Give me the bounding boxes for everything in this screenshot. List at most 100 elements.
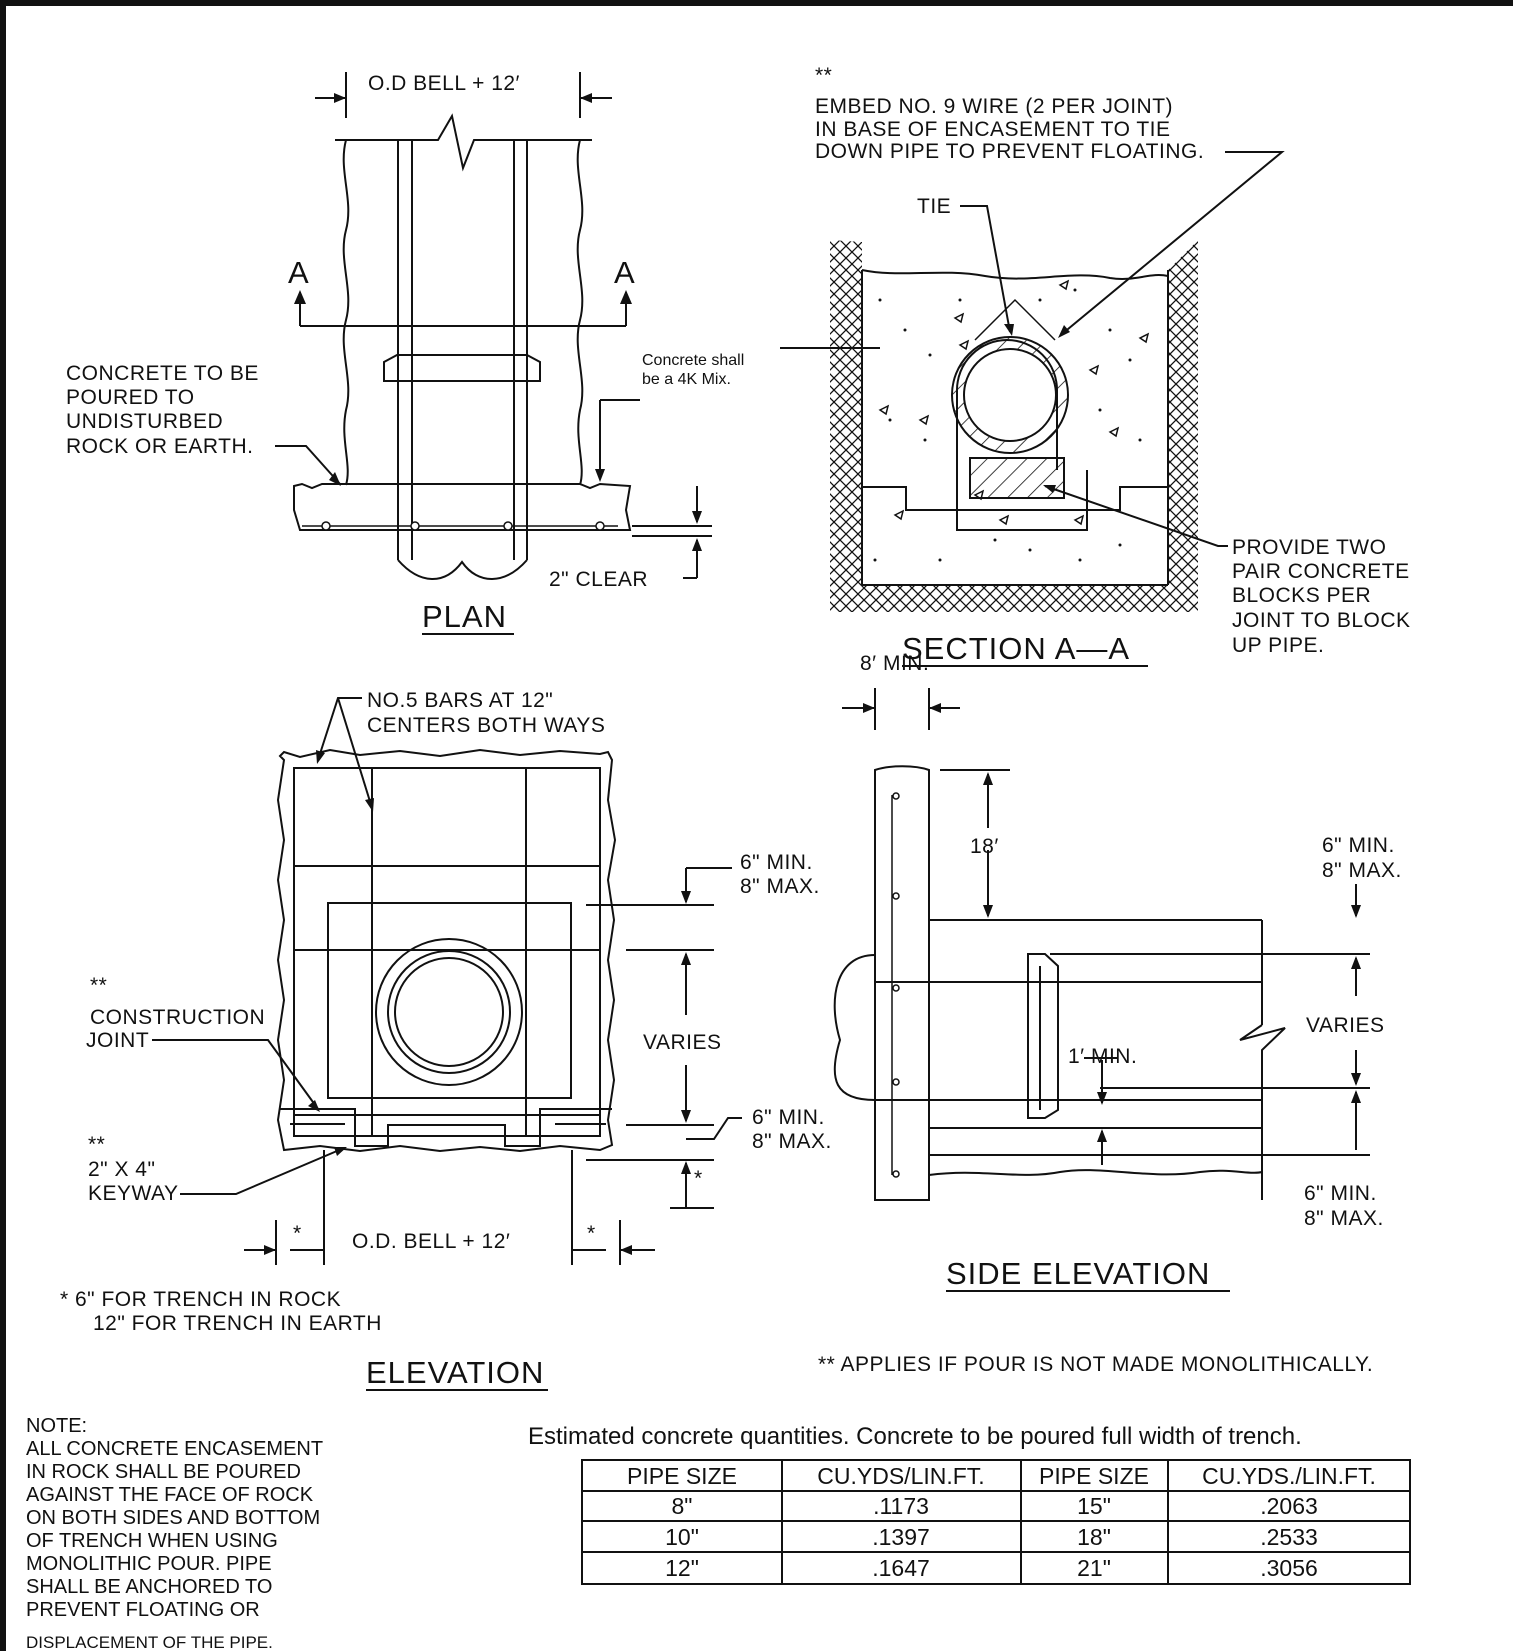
elevation-varies: VARIES (643, 1031, 721, 1054)
svg-text:Concrete shall: Concrete shall (642, 352, 744, 369)
general-note-last-line: DISPLACEMENT OF THE PIPE. (26, 1633, 273, 1652)
svg-text:CONSTRUCTION: CONSTRUCTION (90, 1006, 265, 1029)
pipe-bell (383, 354, 541, 382)
elevation-right-dims: 6" MIN. 8" MAX. VARIES 6" MIN. 8" MAX. * (586, 851, 831, 1209)
svg-text:8" MAX.: 8" MAX. (1322, 859, 1402, 882)
side-varies: VARIES (1306, 1014, 1384, 1037)
concrete-top (861, 269, 1169, 280)
plan-top-dimension: O.D BELL + 12′ (315, 72, 612, 118)
svg-text:UNDISTURBED: UNDISTURBED (66, 410, 223, 433)
svg-text:PAIR CONCRETE: PAIR CONCRETE (1232, 560, 1410, 583)
table-cell: .1647 (872, 1555, 930, 1581)
svg-text:CENTERS BOTH WAYS: CENTERS BOTH WAYS (367, 714, 605, 737)
break-line (335, 113, 592, 172)
svg-text:6" MIN.: 6" MIN. (740, 851, 813, 874)
trench-wall-right (576, 139, 584, 486)
section-title: SECTION A—A (902, 631, 1130, 666)
plan-view: O.D BELL + 12′ A A (66, 72, 880, 635)
clear-label: 2" CLEAR (549, 568, 648, 591)
side-bell (1027, 953, 1059, 1119)
bars-note: NO.5 BARS AT 12" CENTERS BOTH WAYS (316, 689, 605, 812)
svg-text:*: * (587, 1222, 596, 1245)
side-wall (874, 765, 930, 1201)
concrete-triangles (878, 279, 1150, 526)
table-header: PIPE SIZE (627, 1463, 737, 1489)
rebar-cage (293, 767, 601, 1137)
svg-text:2" X 4": 2" X 4" (88, 1158, 155, 1181)
table-cell: .2533 (1260, 1524, 1318, 1550)
elevation-outline (276, 748, 617, 1153)
svg-text:ALL CONCRETE ENCASEMENT: ALL CONCRETE ENCASEMENT (26, 1438, 323, 1460)
elevation-pipe-bell (375, 938, 523, 1086)
tie-label: TIE (917, 195, 951, 218)
table-cell: 21" (1077, 1555, 1111, 1581)
concrete-aggregate (873, 288, 1142, 562)
table-cell: .2063 (1260, 1493, 1318, 1519)
svg-text:6" MIN.: 6" MIN. (1304, 1182, 1377, 1205)
svg-text:be a 4K Mix.: be a 4K Mix. (642, 371, 731, 388)
elevation-view: NO.5 BARS AT 12" CENTERS BOTH WAYS 6" MI… (60, 689, 831, 1391)
svg-text:PREVENT FLOATING OR: PREVENT FLOATING OR (26, 1599, 260, 1621)
trench-note: * 6" FOR TRENCH IN ROCK 12" FOR TRENCH I… (60, 1288, 382, 1335)
svg-text:DOWN PIPE TO PREVENT FLOATING.: DOWN PIPE TO PREVENT FLOATING. (815, 140, 1204, 163)
embed-note: ** EMBED NO. 9 WIRE (2 PER JOINT) IN BAS… (815, 64, 1285, 338)
general-note: NOTE: ALL CONCRETE ENCASEMENT IN ROCK SH… (26, 1415, 323, 1621)
side-elevation-title: SIDE ELEVATION (946, 1256, 1210, 1291)
svg-text:PROVIDE TWO: PROVIDE TWO (1232, 536, 1386, 559)
blocks-note: PROVIDE TWO PAIR CONCRETE BLOCKS PER JOI… (1043, 485, 1411, 657)
svg-text:MONOLITHIC POUR. PIPE: MONOLITHIC POUR. PIPE (26, 1553, 272, 1575)
svg-text:6" MIN.: 6" MIN. (1322, 834, 1395, 857)
table-header: PIPE SIZE (1039, 1463, 1149, 1489)
table-cell: 8" (672, 1493, 693, 1519)
construction-joint-note: ** CONSTRUCTION JOINT (86, 974, 320, 1112)
section-marker-left: A (288, 255, 310, 290)
pipe-end-break (397, 559, 528, 580)
svg-text:**: ** (815, 64, 832, 87)
svg-text:JOINT: JOINT (86, 1029, 149, 1052)
table-cell: 12" (665, 1555, 699, 1581)
svg-text:JOINT TO BLOCK: JOINT TO BLOCK (1232, 609, 1411, 632)
svg-text:BLOCKS PER: BLOCKS PER (1232, 584, 1371, 607)
elevation-width-label: O.D. BELL + 12′ (352, 1230, 510, 1253)
svg-text:IN ROCK SHALL BE POURED: IN ROCK SHALL BE POURED (26, 1461, 301, 1483)
table-header: CU.YDS./LIN.FT. (1202, 1463, 1376, 1489)
table-cell: 18" (1077, 1524, 1111, 1550)
svg-text:12" FOR TRENCH IN EARTH: 12" FOR TRENCH IN EARTH (93, 1312, 382, 1335)
svg-text:EMBED NO. 9 WIRE (2 PER JOINT): EMBED NO. 9 WIRE (2 PER JOINT) (815, 95, 1173, 118)
svg-text:* 6" FOR TRENCH IN ROCK: * 6" FOR TRENCH IN ROCK (60, 1288, 341, 1311)
svg-text:8′ MIN.: 8′ MIN. (860, 652, 929, 675)
svg-text:NO.5 BARS AT 12": NO.5 BARS AT 12" (367, 689, 553, 712)
applies-note: ** APPLIES IF POUR IS NOT MADE MONOLITHI… (818, 1353, 1373, 1376)
table-cell: 15" (1077, 1493, 1111, 1519)
section-a-a-view: ** EMBED NO. 9 WIRE (2 PER JOINT) IN BAS… (815, 64, 1411, 667)
svg-text:NOTE:: NOTE: (26, 1415, 87, 1437)
pipe-end (833, 954, 876, 1101)
svg-text:AGAINST THE FACE OF ROCK: AGAINST THE FACE OF ROCK (26, 1484, 314, 1506)
svg-text:OF TRENCH WHEN USING: OF TRENCH WHEN USING (26, 1530, 278, 1552)
svg-text:**: ** (88, 1133, 105, 1156)
pour-note: CONCRETE TO BE POURED TO UNDISTURBED ROC… (66, 362, 341, 486)
elevation-title: ELEVATION (366, 1355, 544, 1390)
svg-text:ON BOTH SIDES AND BOTTOM: ON BOTH SIDES AND BOTTOM (26, 1507, 320, 1529)
side-elevation-view: 8′ MIN. 18′ 1′ MIN. 6" MIN. 8" (833, 652, 1402, 1292)
svg-text:*: * (694, 1167, 703, 1190)
svg-text:CONCRETE TO BE: CONCRETE TO BE (66, 362, 259, 385)
svg-text:KEYWAY: KEYWAY (88, 1182, 179, 1205)
svg-text:POURED TO: POURED TO (66, 386, 195, 409)
svg-text:UP PIPE.: UP PIPE. (1232, 634, 1324, 657)
side-right-dims: 6" MIN. 8" MAX. VARIES 6" MIN. 8" MAX. (1262, 834, 1402, 1230)
plan-width-label: O.D BELL + 12′ (368, 72, 520, 95)
side-18-label: 18′ (970, 835, 999, 858)
side-8min-dim: 8′ MIN. (842, 652, 960, 730)
section-marker-right: A (614, 255, 636, 290)
table-caption: Estimated concrete quantities. Concrete … (528, 1423, 1302, 1450)
svg-text:IN BASE OF ENCASEMENT TO TIE: IN BASE OF ENCASEMENT TO TIE (815, 118, 1171, 141)
keyway-note: ** 2" X 4" KEYWAY (88, 1133, 347, 1205)
svg-text:6" MIN.: 6" MIN. (752, 1106, 825, 1129)
concrete-block (969, 457, 1065, 499)
plan-title: PLAN (422, 599, 507, 634)
table-cell: .3056 (1260, 1555, 1318, 1581)
table-cell: .1173 (873, 1493, 929, 1519)
